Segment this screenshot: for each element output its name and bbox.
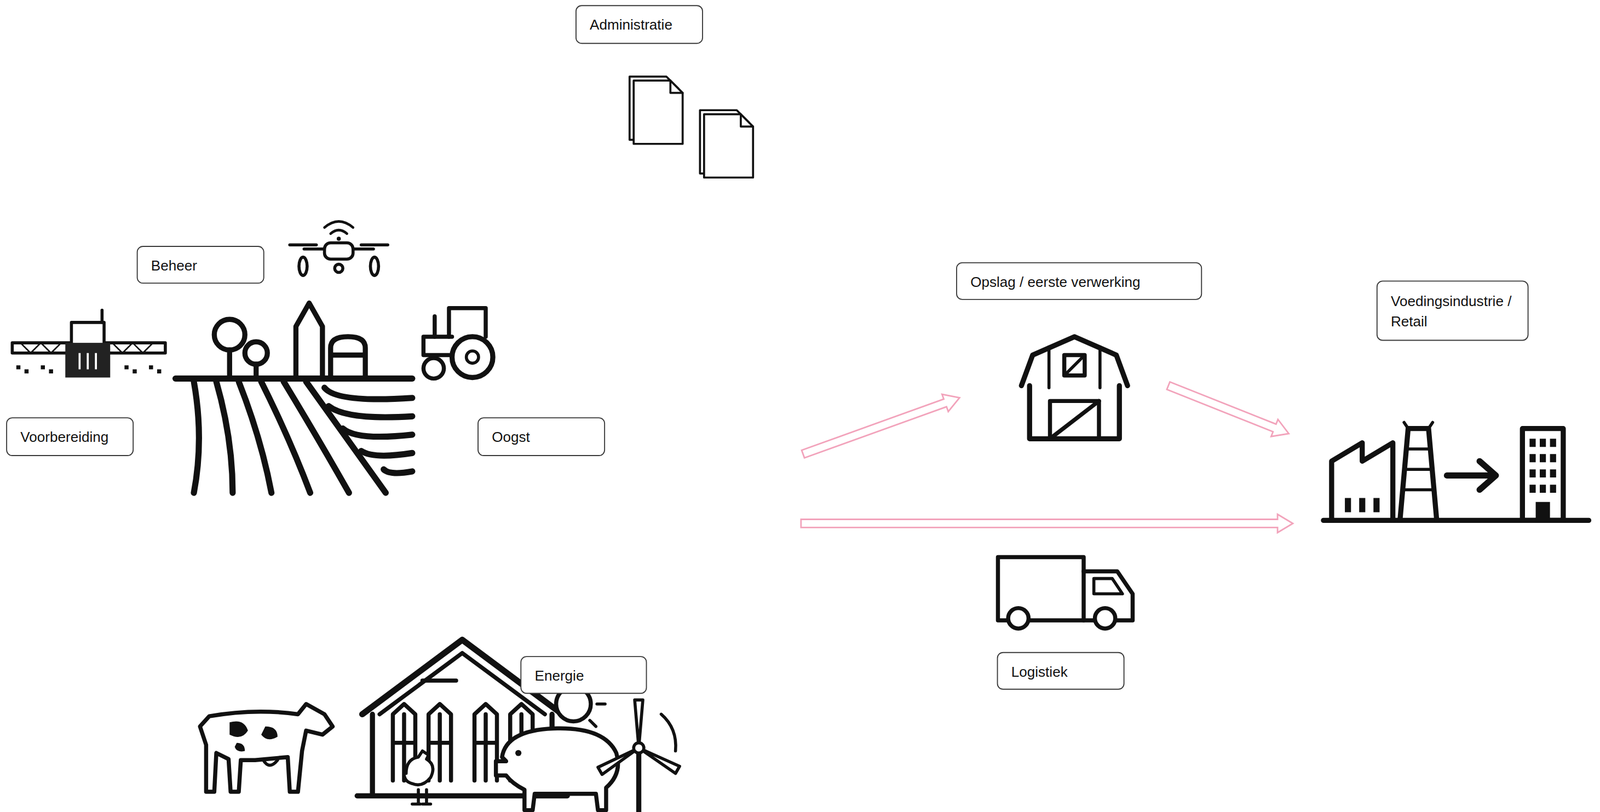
stage-box: Opslag / eerste verwerking: [956, 262, 1202, 301]
rear-wheel: [452, 336, 494, 378]
ground-line: [175, 375, 413, 382]
farm-building: [330, 336, 366, 378]
barn-boards: [1049, 347, 1101, 389]
roof-vent: [422, 678, 456, 683]
drone-icon: [289, 221, 388, 276]
exhaust: [432, 316, 437, 337]
box-label: Opslag / eerste verwerking: [970, 271, 1187, 292]
window-brace: [1064, 354, 1085, 376]
windmill-hub: [633, 743, 644, 754]
windmill-blades: [597, 699, 680, 775]
factory: [1331, 442, 1394, 521]
chicken: [404, 751, 434, 805]
box-label: Voedingsindustrie / Retail: [1390, 290, 1514, 332]
flow-arrow: [1165, 377, 1293, 443]
tower-bars: [1402, 422, 1435, 490]
cow: [199, 704, 333, 792]
tree: [214, 319, 245, 350]
stage-box: Oogst: [477, 417, 606, 457]
box-label: Logistiek: [1011, 660, 1110, 682]
stage-box: Administratie: [575, 4, 704, 44]
stage-box: Logistiek: [997, 652, 1125, 690]
office-building: [1522, 428, 1564, 521]
stage-box: Voorbereiding: [6, 417, 134, 457]
flow-arrow: [800, 389, 963, 463]
rotor: [289, 243, 316, 247]
livestock-scene: [199, 639, 680, 812]
factory-windows: [1344, 497, 1380, 512]
arrow-outline: [800, 389, 963, 463]
barn-door: [1050, 400, 1099, 439]
flow-arrow: [801, 514, 1293, 533]
chimney-tower: [1400, 428, 1437, 521]
tractor-cab: [449, 308, 486, 337]
page-front: [704, 114, 753, 178]
page-fold: [740, 114, 753, 127]
tractor-cab: [71, 322, 105, 345]
truck-wheel: [1095, 608, 1116, 629]
truck-icon: [998, 556, 1133, 629]
door-brace: [1050, 400, 1099, 439]
box-label: Oogst: [491, 426, 590, 447]
barn-roof: [1021, 336, 1128, 386]
spray-drops: [16, 365, 162, 374]
field-icon: [175, 302, 413, 493]
wifi-arcs: [324, 221, 354, 234]
barn-window: [1064, 354, 1085, 376]
furrows: [324, 387, 413, 474]
drone-leg: [298, 257, 308, 276]
tree-trunk: [227, 349, 233, 378]
stage-box: Beheer: [136, 245, 265, 284]
box-label: Administratie: [589, 14, 688, 35]
stage-box: Energie: [520, 655, 647, 694]
tractor-body: [65, 342, 111, 378]
sprayer-icon: [12, 310, 166, 378]
tree: [244, 341, 268, 365]
box-label: Beheer: [151, 254, 250, 275]
cow-udder: [263, 760, 278, 765]
barn-wall: [1029, 385, 1120, 439]
drone-body: [324, 243, 354, 260]
document-icon: [699, 110, 753, 178]
tractor-icon: [423, 308, 493, 379]
tractor-grille: [79, 353, 96, 370]
drone-leg: [370, 257, 379, 276]
drone-camera: [334, 264, 343, 273]
tractor-hood: [423, 336, 452, 356]
arrow-outline: [1165, 377, 1293, 443]
cow-spots: [229, 721, 278, 752]
box-label: Voorbereiding: [20, 426, 119, 447]
truck-wheel: [1008, 608, 1029, 629]
box-label: Energie: [534, 664, 632, 686]
stage-box: Voedingsindustrie / Retail: [1376, 280, 1529, 341]
barn-icon: [1021, 336, 1128, 439]
front-wheel: [423, 358, 444, 379]
windmill-mast: [636, 752, 642, 812]
page-fold: [670, 80, 683, 93]
transfer-arrow: [1446, 472, 1492, 479]
wind-arc: [661, 714, 677, 751]
page-front: [633, 80, 683, 145]
pig-eye: [515, 750, 522, 757]
exhaust: [100, 310, 105, 323]
industry-icon: [1323, 422, 1590, 521]
wheel-hub: [466, 350, 479, 364]
transfer-arrow-head: [1479, 461, 1496, 490]
building-windows: [1529, 438, 1556, 521]
cab-window: [1094, 578, 1123, 595]
rotor: [361, 243, 388, 247]
document-icon: [629, 76, 683, 145]
silo: [295, 302, 322, 378]
wifi-dot: [336, 236, 341, 241]
